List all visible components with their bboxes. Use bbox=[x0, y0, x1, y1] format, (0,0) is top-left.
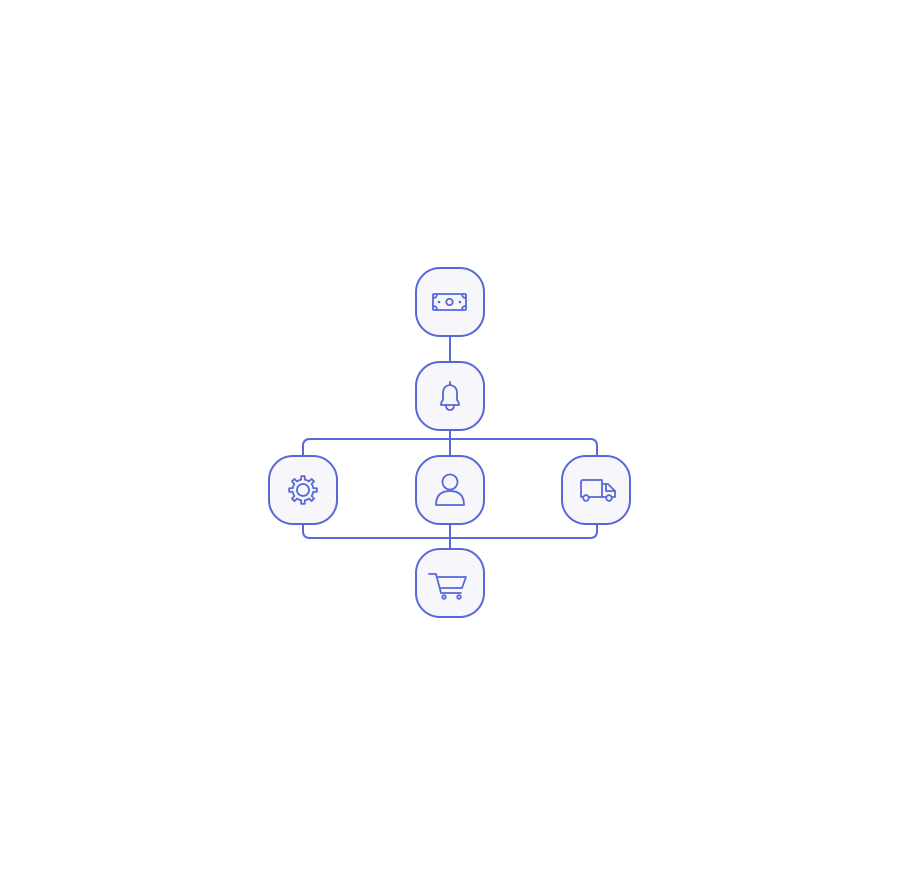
node-payment-box bbox=[415, 267, 485, 337]
node-delivery-box bbox=[561, 455, 631, 525]
node-settings[interactable] bbox=[268, 455, 338, 525]
node-cart[interactable] bbox=[415, 548, 485, 618]
bell-icon bbox=[440, 381, 460, 411]
connector-branches-cart bbox=[302, 523, 598, 550]
node-settings-box bbox=[268, 455, 338, 525]
connectors bbox=[302, 335, 598, 550]
shopping-cart-icon bbox=[428, 573, 467, 600]
node-payment[interactable] bbox=[415, 267, 485, 337]
connector-notifications-branches bbox=[302, 429, 598, 456]
truck-icon bbox=[580, 479, 616, 502]
node-cart-box bbox=[415, 548, 485, 618]
banknote-icon bbox=[432, 293, 467, 311]
node-notifications-box bbox=[415, 361, 485, 431]
gear-icon bbox=[288, 475, 318, 505]
node-user[interactable] bbox=[415, 455, 485, 525]
node-notifications[interactable] bbox=[415, 361, 485, 431]
node-delivery[interactable] bbox=[561, 455, 631, 525]
user-icon bbox=[435, 473, 465, 506]
